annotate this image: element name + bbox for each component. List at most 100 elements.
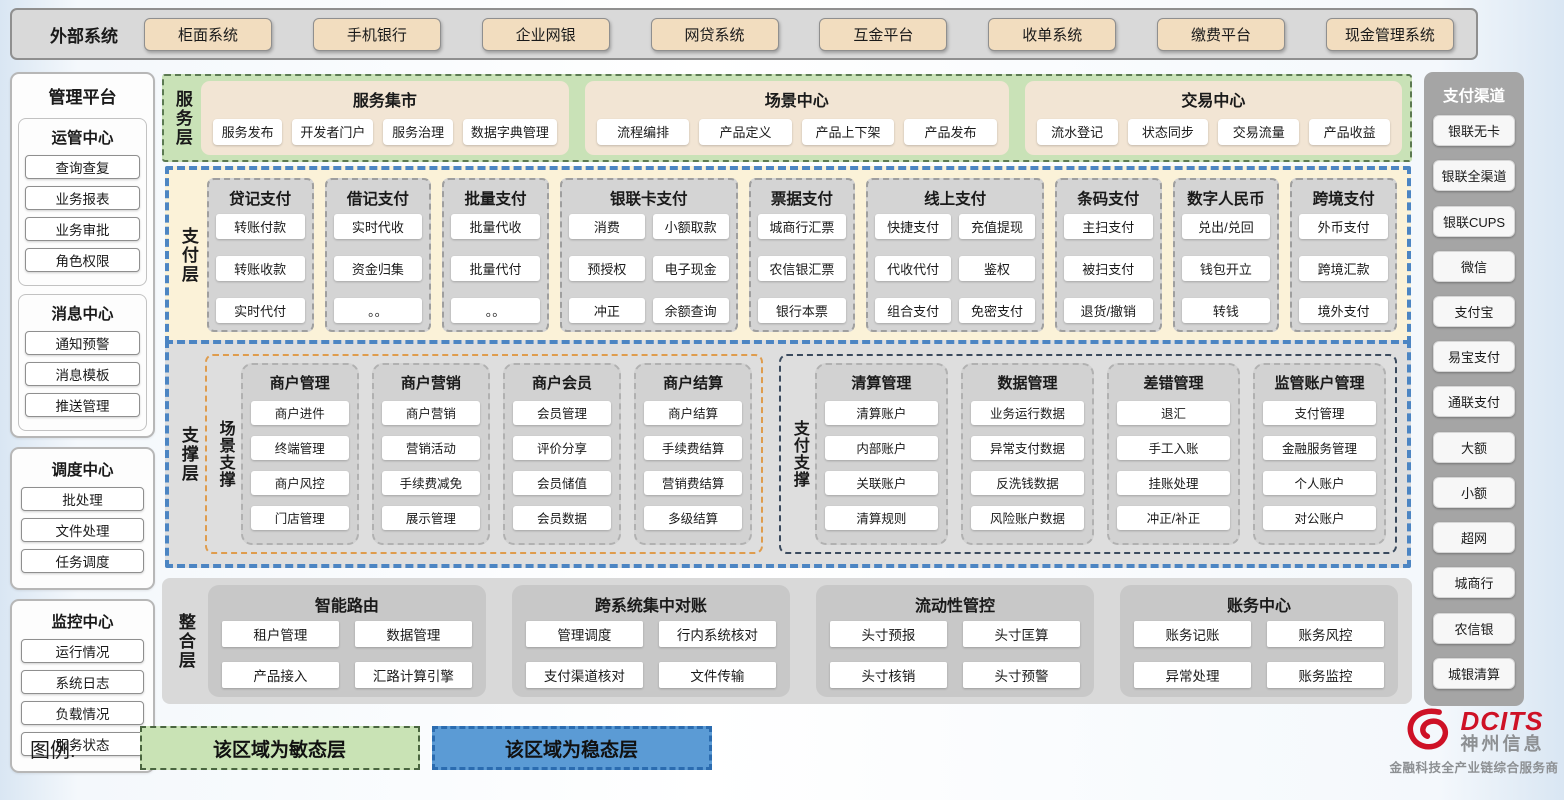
payment-module-chip: 小额取款: [652, 214, 729, 239]
payment-column: 借记支付实时代收资金归集。。: [324, 178, 432, 332]
payment-column-title: 线上支付: [924, 191, 987, 208]
ops-center-group: 运管中心查询查复业务报表业务审批角色权限: [18, 118, 147, 286]
payment-channel-chip: 支付宝: [1433, 295, 1515, 327]
support-module-chip: 展示管理: [381, 505, 480, 530]
integration-module-chip: 管理调度: [525, 621, 643, 647]
service-module-chip: 服务发布: [212, 118, 283, 145]
payment-column: 条码支付主扫支付被扫支付退货/撤销: [1054, 178, 1162, 332]
support-column-title: 商户会员: [531, 375, 592, 392]
payment-column-title: 批量支付: [464, 191, 527, 208]
service-module-chip: 服务治理: [383, 118, 453, 145]
sidebar-group-title: 运管中心: [51, 130, 114, 147]
integration-module-chip: 数据管理: [354, 621, 472, 647]
payment-column-items: 实时代收资金归集。。: [333, 214, 423, 323]
external-system-chip: 互金平台: [819, 17, 948, 51]
support-column: 清算管理清算账户内部账户关联账户清算规则: [814, 363, 948, 545]
payment-channel-chip: 城商行: [1433, 567, 1515, 599]
payment-column-items: 主扫支付被扫支付退货/撤销: [1063, 214, 1153, 323]
support-column: 数据管理业务运行数据异常支付数据反洗钱数据风险账户数据: [960, 363, 1094, 545]
support-module-chip: 营销费结算: [644, 470, 743, 495]
service-module-chip: 产品上下架: [801, 118, 895, 145]
payment-column: 跨境支付外币支付跨境汇款境外支付: [1290, 178, 1397, 332]
management-platform-panel: 管理平台 运管中心查询查复业务报表业务审批角色权限 消息中心通知预警消息模板推送…: [10, 72, 155, 773]
support-group-label: 支付支撑: [790, 420, 808, 488]
integration-module-chip: 租户管理: [221, 621, 339, 647]
payment-channel-chip: 小额: [1433, 476, 1515, 508]
support-group-scene: 场景支撑商户管理商户进件终端管理商户风控门店管理商户营销商户营销营销活动手续费减…: [204, 354, 764, 554]
integration-module-chip: 账务监控: [1267, 662, 1385, 688]
external-system-chip: 缴费平台: [1157, 17, 1286, 51]
payment-channel-chip: 农信银: [1433, 612, 1515, 644]
support-group-payment: 支付支撑清算管理清算账户内部账户关联账户清算规则数据管理业务运行数据异常支付数据…: [779, 354, 1397, 554]
sidebar-group-title: 调度中心: [51, 462, 114, 479]
legend: 图例: 该区域为敏态层 该区域为稳态层: [30, 726, 712, 770]
integration-panel-title: 流动性管控: [914, 598, 995, 615]
service-layer-label: 服务层: [172, 89, 192, 147]
external-system-chip: 网贷系统: [650, 17, 779, 51]
support-column-items: 业务运行数据异常支付数据反洗钱数据风险账户数据: [970, 395, 1084, 535]
dcits-name: 神州信息: [1460, 734, 1545, 755]
support-group-label: 场景支撑: [216, 420, 234, 488]
sidebar-module-chip: 通知预警: [25, 331, 140, 355]
integration-panel-title: 智能路由: [314, 598, 379, 615]
integration-panel-title: 跨系统集中对账: [594, 598, 707, 615]
payment-layer-label: 支付层: [178, 226, 198, 284]
payment-channel-chip: 易宝支付: [1433, 341, 1515, 373]
payment-channel-chip: 银联无卡: [1433, 115, 1515, 147]
monitor-center-box: 监控中心运行情况系统日志负载情况服务状态: [10, 599, 155, 773]
support-column-title: 差错管理: [1143, 375, 1204, 392]
support-module-chip: 商户进件: [250, 400, 349, 425]
payment-module-chip: 鉴权: [959, 256, 1035, 281]
message-center-group: 消息中心通知预警消息模板推送管理: [18, 294, 147, 431]
support-column-items: 商户进件终端管理商户风控门店管理: [250, 395, 349, 535]
support-column-title: 监管账户管理: [1274, 375, 1365, 392]
payment-module-chip: 主扫支付: [1063, 214, 1153, 239]
integration-panel: 账务中心账务记账账务风控异常处理账务监控: [1119, 585, 1399, 697]
dcits-brand: DCITS: [1460, 706, 1544, 736]
support-column-title: 商户管理: [269, 375, 330, 392]
service-module-chip: 产品发布: [904, 118, 997, 145]
support-module-chip: 异常支付数据: [970, 435, 1084, 460]
sidebar-module-chip: 负载情况: [21, 701, 144, 725]
external-systems-bar: 外部系统 柜面系统手机银行企业网银网贷系统互金平台收单系统缴费平台现金管理系统: [10, 8, 1478, 60]
payment-module-chip: 兑出/兑回: [1181, 214, 1271, 239]
service-layer: 服务层 服务集市服务发布开发者门户服务治理数据字典管理场景中心流程编排产品定义产…: [162, 74, 1412, 162]
support-module-chip: 营销活动: [381, 435, 480, 460]
payment-column-items: 消费小额取款预授权电子现金冲正余额查询: [568, 214, 729, 323]
support-layer-groups: 场景支撑商户管理商户进件终端管理商户风控门店管理商户营销商户营销营销活动手续费减…: [204, 354, 1397, 554]
payment-column: 批量支付批量代收批量代付。。: [442, 178, 549, 332]
sidebar-group-title: 消息中心: [51, 306, 114, 323]
external-systems-list: 柜面系统手机银行企业网银网贷系统互金平台收单系统缴费平台现金管理系统: [144, 17, 1460, 51]
support-module-chip: 挂账处理: [1116, 470, 1230, 495]
payment-column: 银联卡支付消费小额取款预授权电子现金冲正余额查询: [559, 178, 738, 332]
support-column: 差错管理退汇手工入账挂账处理冲正/补正: [1106, 363, 1240, 545]
stable-layer-region: 支付层 贷记支付转账付款转账收款实时代付借记支付实时代收资金归集。。批量支付批量…: [165, 166, 1411, 568]
service-panel-title: 服务集市: [352, 93, 417, 110]
dispatch-center-box: 调度中心批处理文件处理任务调度: [10, 447, 155, 590]
payment-column-items: 外币支付跨境汇款境外支付: [1299, 214, 1388, 323]
payment-module-chip: 快捷支付: [875, 214, 952, 239]
support-module-chip: 反洗钱数据: [970, 470, 1084, 495]
integration-module-chip: 产品接入: [221, 662, 339, 688]
sidebar-module-chip: 查询查复: [25, 155, 140, 179]
payment-module-chip: 转账付款: [215, 214, 305, 239]
external-system-chip: 手机银行: [312, 17, 441, 51]
support-module-chip: 冲正/补正: [1116, 505, 1230, 530]
support-column-items: 商户结算手续费结算营销费结算多级结算: [644, 395, 743, 535]
service-layer-panels: 服务集市服务发布开发者门户服务治理数据字典管理场景中心流程编排产品定义产品上下架…: [200, 81, 1403, 155]
payment-column-title: 借记支付: [346, 191, 409, 208]
payment-module-chip: 余额查询: [652, 298, 729, 323]
payment-module-chip: 冲正: [568, 298, 645, 323]
payment-column-title: 跨境支付: [1312, 191, 1375, 208]
payment-channel-chip: 大额: [1433, 431, 1515, 463]
support-module-chip: 风险账户数据: [970, 505, 1084, 530]
payment-module-chip: 批量代收: [451, 214, 540, 239]
external-system-chip: 收单系统: [988, 17, 1117, 51]
payment-column-items: 城商行汇票农信银汇票银行本票: [757, 214, 847, 323]
payment-module-chip: 境外支付: [1299, 298, 1388, 323]
payment-module-chip: 。。: [333, 298, 423, 323]
integration-module-chip: 头寸预报: [829, 621, 947, 647]
service-module-chip: 数据字典管理: [462, 118, 557, 145]
external-system-chip: 柜面系统: [144, 17, 272, 51]
support-module-chip: 关联账户: [824, 470, 938, 495]
